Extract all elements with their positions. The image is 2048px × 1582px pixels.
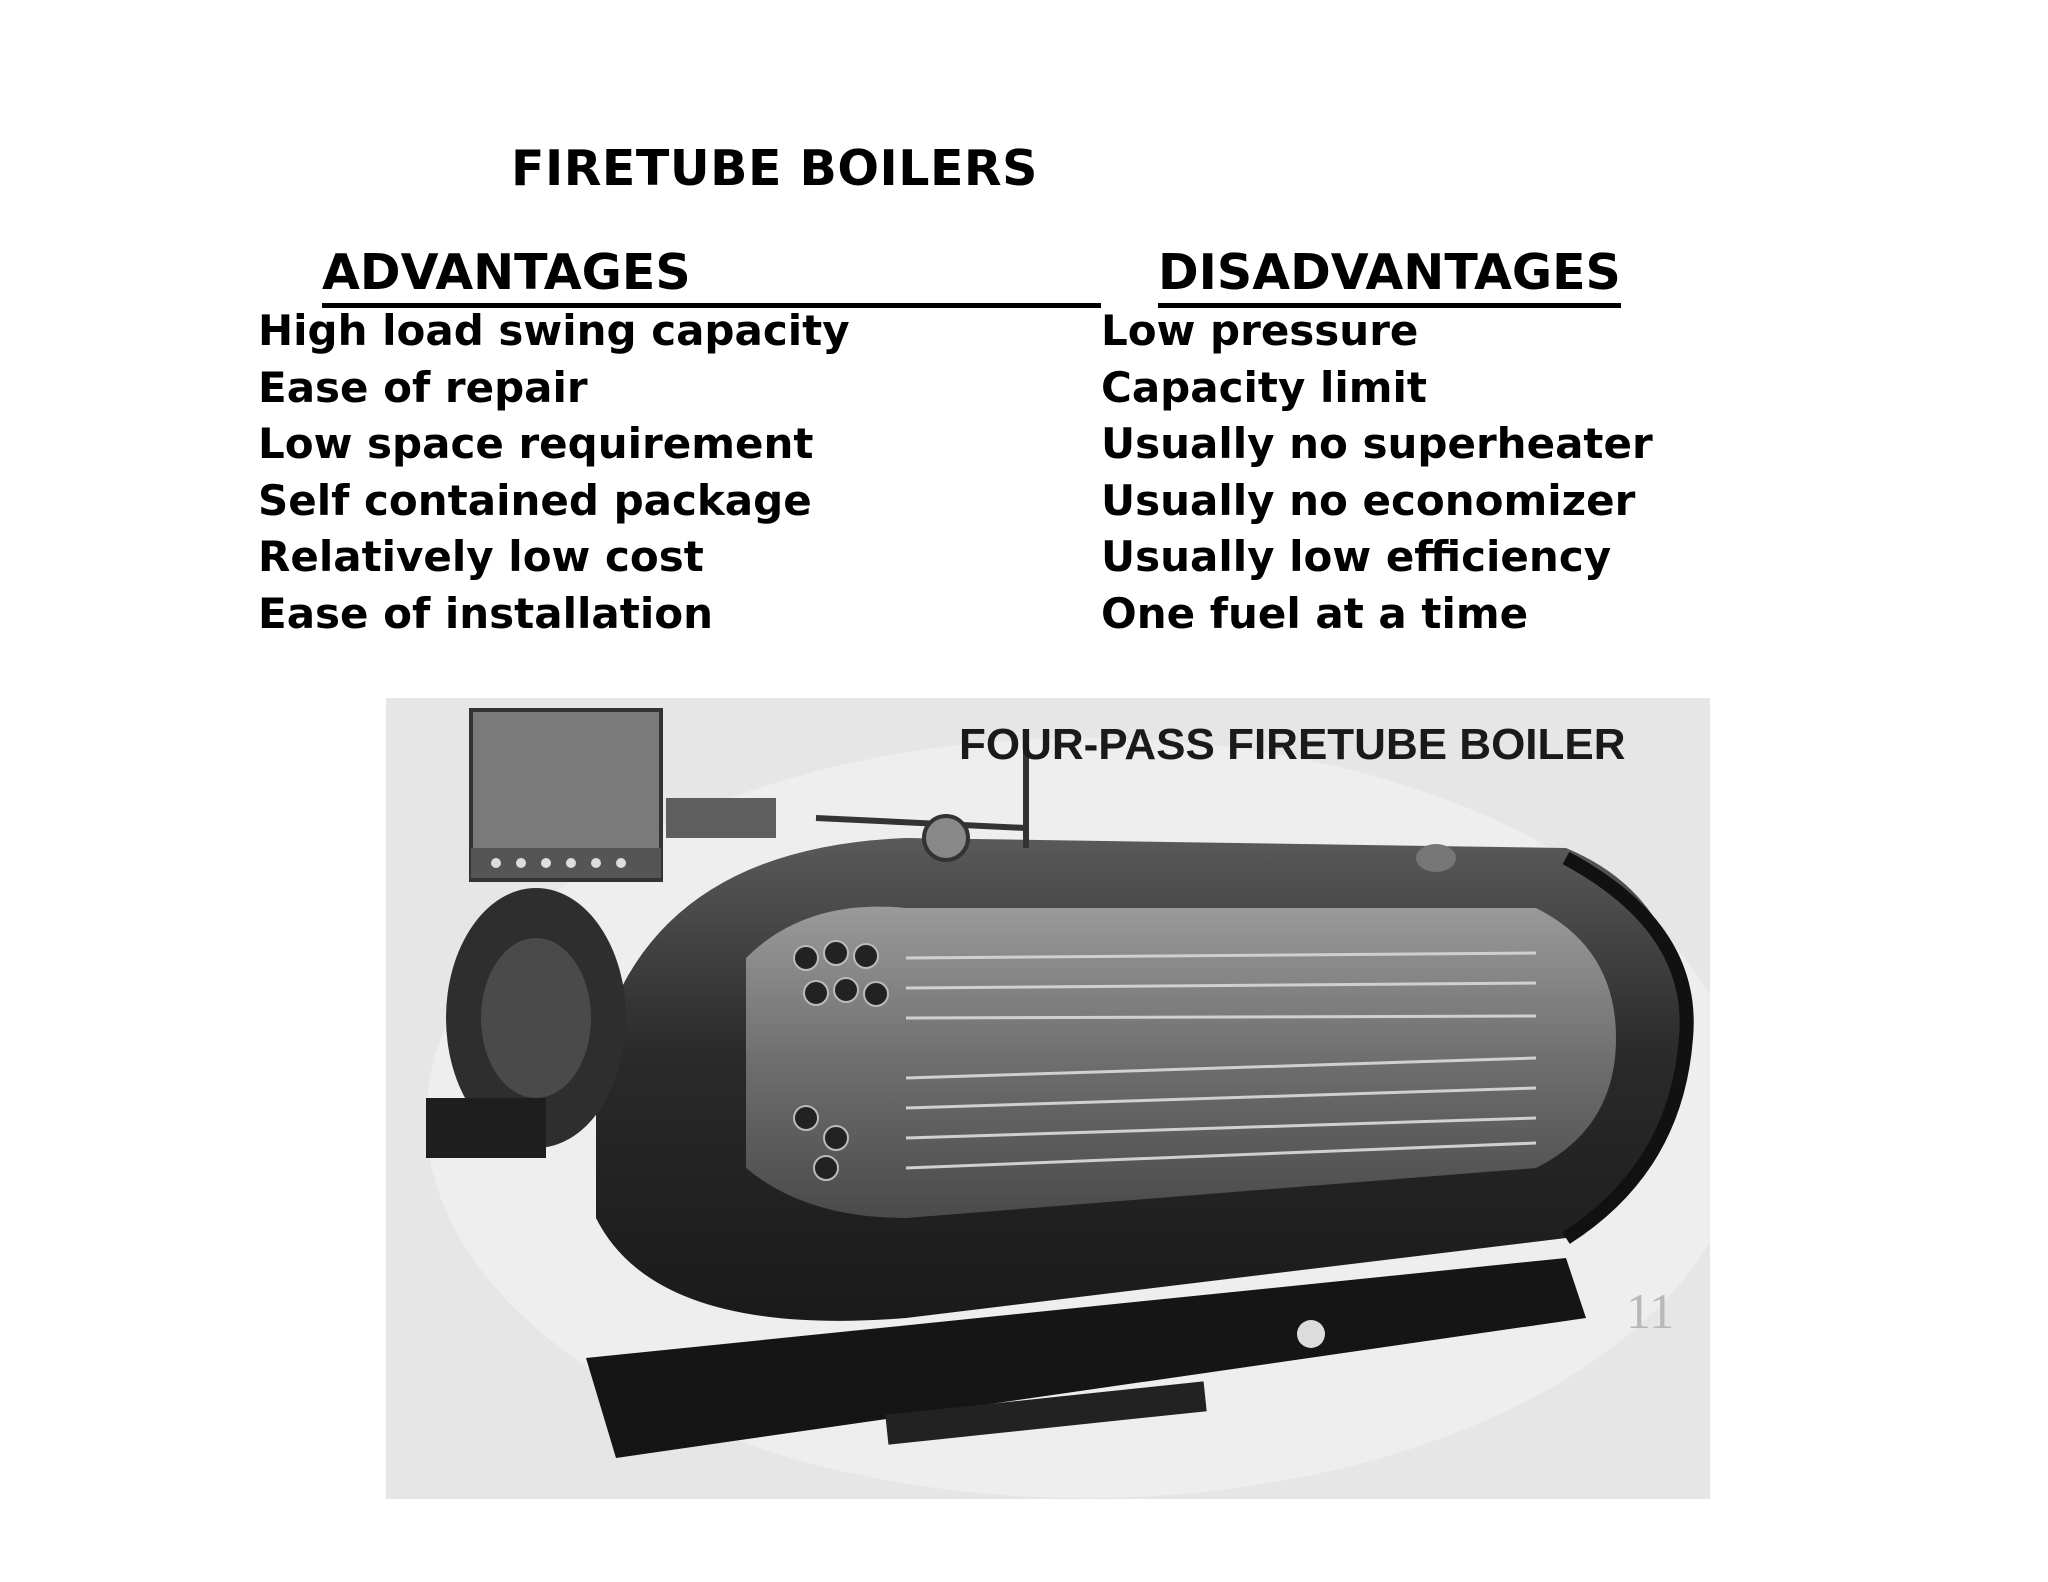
boiler-figure: 11 FOUR-PASS FIRETUBE BOILER <box>386 698 1710 1499</box>
advantages-list: High load swing capacity Ease of repair … <box>258 303 850 642</box>
list-item: Self contained package <box>258 475 812 525</box>
list-item: Usually no superheater <box>1101 419 1653 468</box>
disadvantages-list: Low pressure Capacity limit Usually no s… <box>1101 303 1653 642</box>
list-item: Low space requirement <box>258 419 814 468</box>
list-item: Capacity limit <box>1101 362 1427 412</box>
list-item: Ease of repair <box>258 362 588 412</box>
list-item: Relatively low cost <box>258 532 704 581</box>
list-item: High load swing capacity <box>258 306 850 355</box>
list-item: Usually low efficiency <box>1101 532 1612 581</box>
figure-caption: FOUR-PASS FIRETUBE BOILER <box>959 720 1626 769</box>
list-item: Ease of installation <box>258 588 713 638</box>
advantages-heading: ADVANTAGES <box>322 243 1101 308</box>
list-item: One fuel at a time <box>1101 588 1529 638</box>
page-title: FIRETUBE BOILERS <box>511 140 1038 197</box>
boiler-illustration: 11 <box>426 708 1710 1498</box>
list-item: Usually no economizer <box>1101 475 1636 525</box>
list-item: Low pressure <box>1101 306 1419 355</box>
disadvantages-heading: DISADVANTAGES <box>1158 243 1621 308</box>
svg-text:11: 11 <box>1626 1283 1674 1339</box>
